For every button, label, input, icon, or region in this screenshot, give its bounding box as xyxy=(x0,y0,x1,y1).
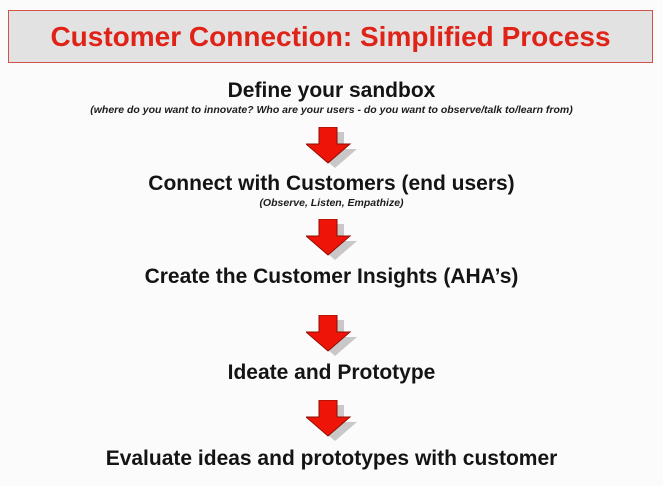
step-label-evaluate-ideas: Evaluate ideas and prototypes with custo… xyxy=(105,447,558,470)
down-arrow-icon xyxy=(305,315,357,356)
step-note-define-sandbox: (where do you want to innovate? Who are … xyxy=(90,104,573,116)
process-flow: Define your sandbox (where do you want t… xyxy=(0,63,663,470)
step-label-customer-insights: Create the Customer Insights (AHA’s) xyxy=(144,265,519,288)
title-banner: Customer Connection: Simplified Process xyxy=(8,10,653,63)
slide: Customer Connection: Simplified Process … xyxy=(0,10,663,470)
step-label-ideate-prototype: Ideate and Prototype xyxy=(227,361,436,384)
page-title: Customer Connection: Simplified Process xyxy=(50,20,611,52)
step-label-define-sandbox: Define your sandbox xyxy=(227,79,436,102)
down-arrow-icon xyxy=(305,400,357,441)
down-arrow-icon xyxy=(305,127,357,168)
step-note-connect-customers: (Observe, Listen, Empathize) xyxy=(259,197,404,209)
down-arrow-icon xyxy=(305,219,357,260)
step-label-connect-customers: Connect with Customers (end users) xyxy=(148,172,515,195)
